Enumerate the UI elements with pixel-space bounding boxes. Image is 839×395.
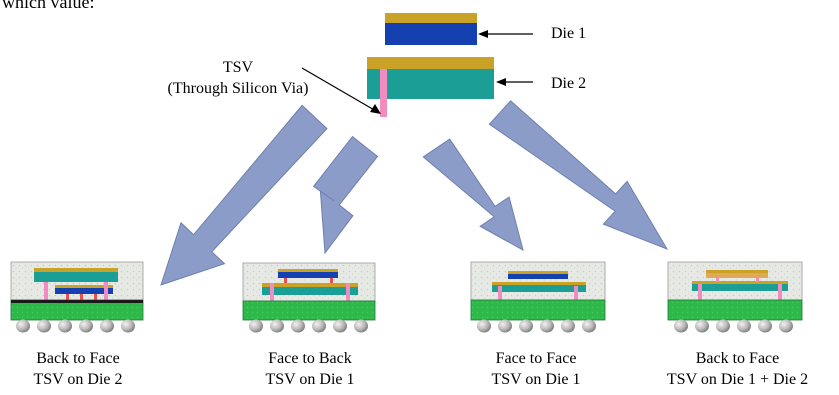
- package-caption-3-line1: Face to Face: [495, 350, 577, 367]
- tsv-pointer-arrow: [301, 67, 381, 114]
- package-caption-2-line2: TSV on Die 1: [265, 371, 355, 388]
- package-3: [470, 261, 606, 333]
- die-2: [367, 57, 494, 99]
- tsv-label-line1: TSV: [222, 59, 254, 76]
- fan-arrow-4: [488, 100, 669, 250]
- die-1: [385, 13, 477, 45]
- tsv-label: TSV (Through Silicon Via): [148, 57, 328, 99]
- package-caption-3: Face to Face TSV on Die 1: [456, 348, 616, 390]
- die-1-label: Die 1: [551, 25, 587, 42]
- die-2-pointer-arrow: [496, 78, 533, 86]
- fan-arrow-3: [422, 138, 524, 252]
- fan-arrow-2: [312, 135, 379, 255]
- package-caption-4: Back to Face TSV on Die 1 + Die 2: [640, 348, 835, 390]
- package-caption-4-line1: Back to Face: [695, 350, 780, 367]
- die-2-label: Die 2: [551, 75, 587, 92]
- package-caption-3-line2: TSV on Die 1: [491, 371, 581, 388]
- fan-arrow-1: [160, 104, 328, 286]
- package-4: [667, 261, 803, 333]
- package-1: [10, 261, 144, 333]
- package-caption-1-line2: TSV on Die 2: [33, 371, 123, 388]
- package-caption-4-line2: TSV on Die 1 + Die 2: [666, 371, 809, 388]
- intro-text: which value:: [2, 0, 95, 12]
- tsv-via: [380, 69, 387, 117]
- package-caption-1: Back to Face TSV on Die 2: [0, 348, 156, 390]
- tsv-label-line2: (Through Silicon Via): [167, 80, 309, 97]
- package-caption-2-line1: Face to Back: [268, 350, 352, 367]
- package-2: [242, 262, 376, 333]
- die-1-pointer-arrow: [478, 30, 533, 38]
- package-caption-2: Face to Back TSV on Die 1: [230, 348, 390, 390]
- package-caption-1-line1: Back to Face: [36, 350, 120, 367]
